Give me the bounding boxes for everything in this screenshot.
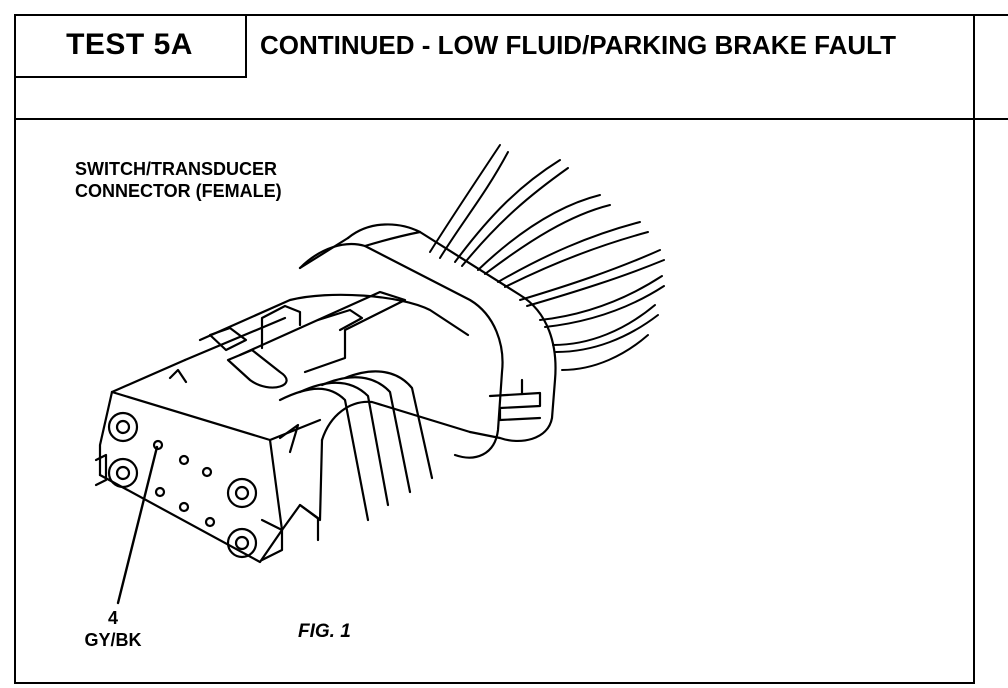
pin-4-leader [116, 445, 159, 605]
test-id: TEST 5A [14, 14, 247, 78]
connector-face [94, 411, 258, 559]
caption-line-1: SWITCH/TRANSDUCER [75, 159, 277, 179]
wire-bundle [429, 144, 665, 371]
figure-label: FIG. 1 [298, 621, 351, 642]
test-title: CONTINUED - LOW FLUID/PARKING BRAKE FAUL… [260, 30, 896, 60]
pin-number: 4 [107, 608, 118, 628]
connector-caption: SWITCH/TRANSDUCER CONNECTOR (FEMALE) [75, 158, 282, 202]
pin-callout: 4 GY/BK [78, 607, 148, 651]
rear-collar [298, 223, 557, 459]
caption-line-2: CONNECTOR (FEMALE) [75, 181, 282, 201]
pin-wire-color: GY/BK [84, 630, 142, 650]
header-row [14, 14, 975, 120]
connector-housing [98, 290, 472, 564]
frame-extension [975, 14, 1008, 120]
page-frame [14, 14, 975, 684]
